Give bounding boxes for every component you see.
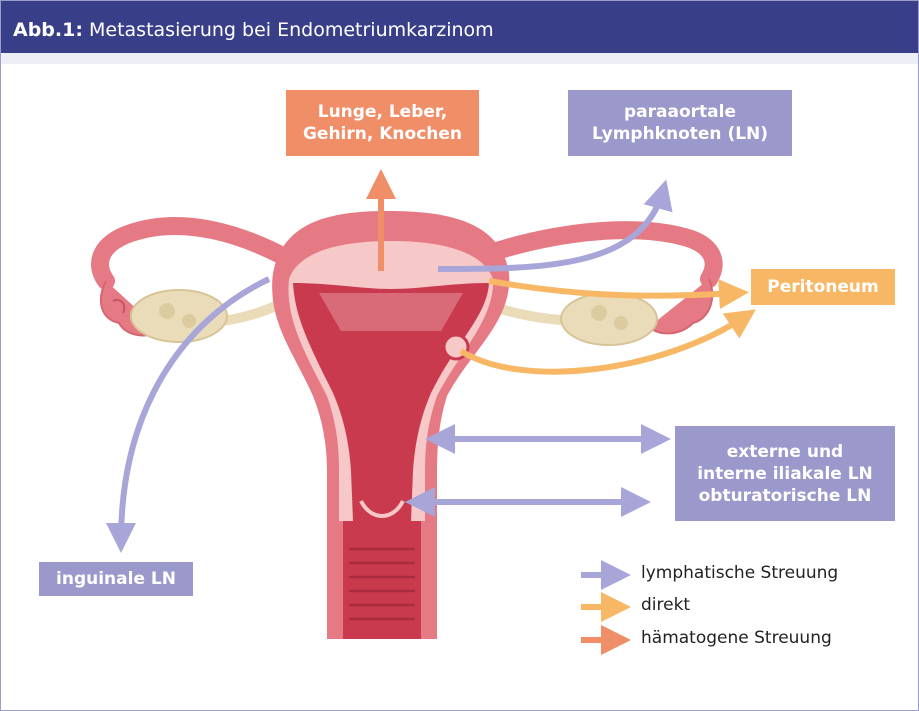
figure-number: Abb.1: bbox=[13, 19, 83, 41]
label-peritoneum: Peritoneum bbox=[751, 269, 895, 305]
figure-title-text: Metastasierung bei Endometriumkarzinom bbox=[89, 19, 494, 41]
header-subline bbox=[1, 53, 918, 64]
label-line: Lymphknoten (LN) bbox=[592, 123, 768, 145]
label-inguinal-ln: inguinale LN bbox=[39, 562, 193, 596]
label-iliac-obturator-ln: externe und interne iliakale LN obturato… bbox=[675, 426, 895, 521]
label-line: Lunge, Leber, bbox=[318, 101, 448, 123]
label-line: interne iliakale LN bbox=[697, 463, 873, 485]
figure-title: Abb.1: Metastasierung bei Endometriumkar… bbox=[13, 19, 494, 41]
label-paraaortal-ln: paraaortale Lymphknoten (LN) bbox=[568, 90, 792, 156]
label-line: Gehirn, Knochen bbox=[303, 123, 462, 145]
right-ovary bbox=[491, 293, 657, 345]
figure-header: Abb.1: Metastasierung bei Endometriumkar… bbox=[1, 1, 918, 64]
label-haematogenous-targets: Lunge, Leber, Gehirn, Knochen bbox=[286, 90, 479, 156]
label-line: inguinale LN bbox=[56, 568, 176, 590]
legend-direct-label: direkt bbox=[641, 595, 690, 615]
label-line: obturatorische LN bbox=[699, 485, 872, 507]
label-line: externe und bbox=[727, 441, 843, 463]
label-line: paraaortale bbox=[624, 101, 736, 123]
uterus bbox=[272, 211, 509, 639]
legend-haematogenous-label: hämatogene Streuung bbox=[641, 628, 832, 648]
label-line: Peritoneum bbox=[767, 276, 878, 298]
legend-lymphatic-label: lymphatische Streuung bbox=[641, 563, 838, 583]
